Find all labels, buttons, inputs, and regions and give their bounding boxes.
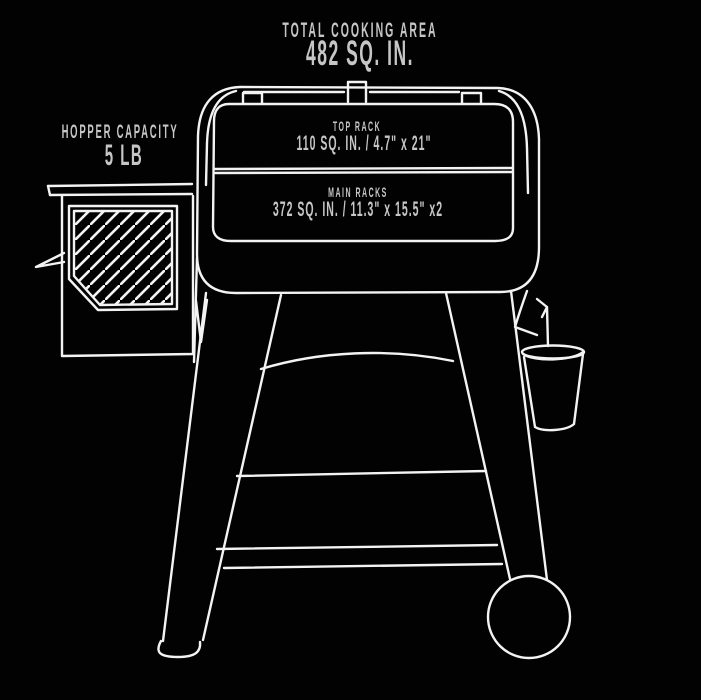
- main-racks-label: MAIN RACKS: [328, 184, 388, 200]
- total-cooking-area-label: TOTAL COOKING AREA: [282, 19, 438, 42]
- grease-bucket-drawing: [513, 289, 586, 432]
- legs-drawing: [157, 289, 549, 659]
- main-racks-value: 372 SQ. IN. / 11.3" x 15.5" x2: [272, 198, 444, 221]
- hopper-window-drawing: [67, 204, 179, 312]
- wheel-drawing: [486, 574, 572, 660]
- barrel-drawing: [192, 80, 541, 364]
- hopper-capacity-label: HOPPER CAPACITY: [61, 122, 179, 143]
- hopper-capacity-value: 5 LB: [104, 139, 144, 172]
- total-cooking-area-value: 482 SQ. IN.: [306, 34, 414, 73]
- hopper-drawing: [34, 182, 195, 358]
- top-rack-label: TOP RACK: [332, 118, 382, 134]
- top-rack-value: 110 SQ. IN. / 4.7" x 21": [296, 132, 432, 155]
